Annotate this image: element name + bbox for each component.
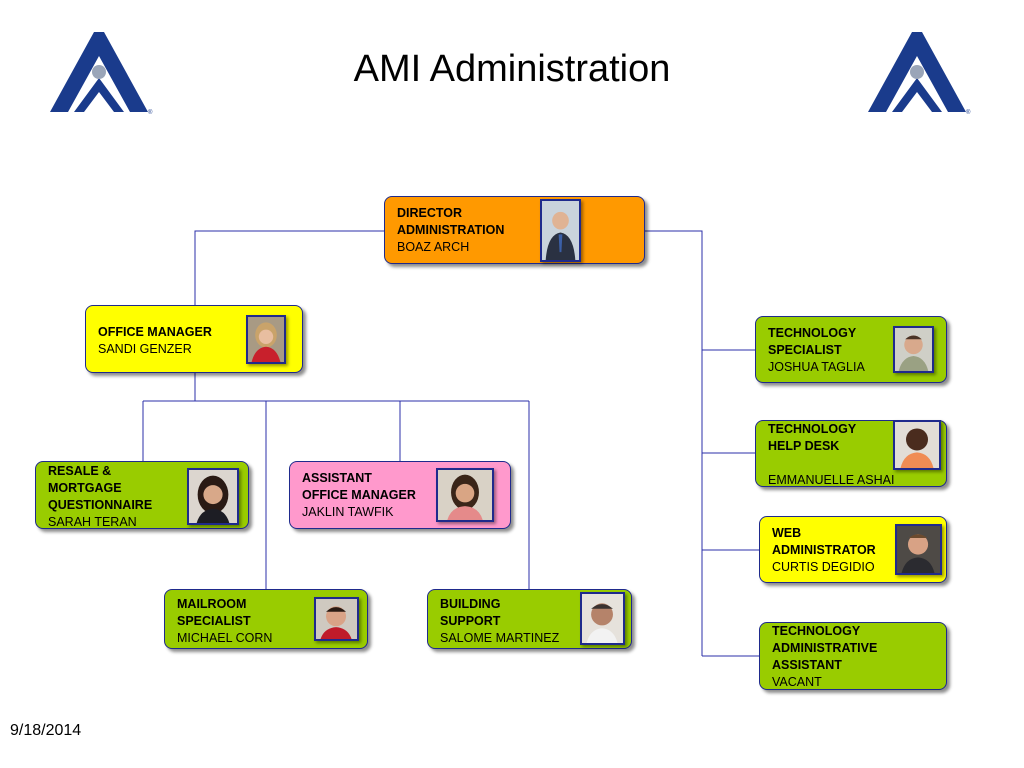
person-photo-icon xyxy=(895,328,932,371)
svg-text:®: ® xyxy=(148,109,153,116)
photo-building-support xyxy=(580,592,625,645)
ami-logo-left: ® xyxy=(44,28,154,118)
photo-office-manager xyxy=(246,315,286,364)
role-label: ASSISTANT OFFICE MANAGER xyxy=(302,471,416,502)
person-name: CURTIS DEGIDIO xyxy=(772,560,875,574)
photo-director xyxy=(540,199,581,262)
role-label: DIRECTOR ADMINISTRATION xyxy=(397,206,505,237)
role-label: RESALE & MORTGAGE QUESTIONNAIRE xyxy=(48,464,153,512)
ami-logo-icon: ® xyxy=(50,32,153,116)
photo-technology-help-desk xyxy=(893,420,941,470)
ami-logo-icon: ® xyxy=(868,32,971,116)
person-photo-icon xyxy=(895,422,939,468)
person-name: MICHAEL CORN xyxy=(177,631,273,645)
role-label: OFFICE MANAGER xyxy=(98,325,212,339)
person-photo-icon xyxy=(582,594,623,643)
person-name: SALOME MARTINEZ xyxy=(440,631,560,645)
person-name: BOAZ ARCH xyxy=(397,240,470,254)
role-label: TECHNOLOGY SPECIALIST xyxy=(768,326,857,357)
ami-logo-right: ® xyxy=(862,28,972,118)
person-photo-icon xyxy=(542,201,579,260)
person-name: JOSHUA TAGLIA xyxy=(768,360,865,374)
role-label: BUILDING SUPPORT xyxy=(440,597,501,628)
org-box-director: DIRECTOR ADMINISTRATION BOAZ ARCH xyxy=(384,196,645,264)
slide-date: 9/18/2014 xyxy=(10,722,82,739)
person-name: SANDI GENZER xyxy=(98,342,192,356)
person-photo-icon xyxy=(189,470,237,523)
role-label: TECHNOLOGY HELP DESK xyxy=(768,422,857,453)
role-label: TECHNOLOGY ADMINISTRATIVE ASSISTANT xyxy=(772,624,878,672)
role-label: MAILROOM SPECIALIST xyxy=(177,597,251,628)
person-photo-icon xyxy=(438,470,492,520)
role-label: WEB ADMINISTRATOR xyxy=(772,526,876,557)
person-photo-icon xyxy=(897,526,940,573)
photo-web-administrator xyxy=(895,524,942,575)
person-photo-icon xyxy=(316,599,357,639)
photo-assistant xyxy=(436,468,494,522)
person-photo-icon xyxy=(248,317,284,362)
photo-technology-specialist xyxy=(893,326,934,373)
person-name: JAKLIN TAWFIK xyxy=(302,505,394,519)
org-box-technology-administrative-assistant: TECHNOLOGY ADMINISTRATIVE ASSISTANT VACA… xyxy=(759,622,947,690)
photo-mailroom xyxy=(314,597,359,641)
slide-title: AMI Administration xyxy=(353,48,671,90)
photo-resale xyxy=(187,468,239,525)
svg-text:®: ® xyxy=(966,109,971,116)
person-name: SARAH TERAN xyxy=(48,515,137,529)
person-name: EMMANUELLE ASHAI xyxy=(768,473,895,487)
person-name: VACANT xyxy=(772,675,822,689)
